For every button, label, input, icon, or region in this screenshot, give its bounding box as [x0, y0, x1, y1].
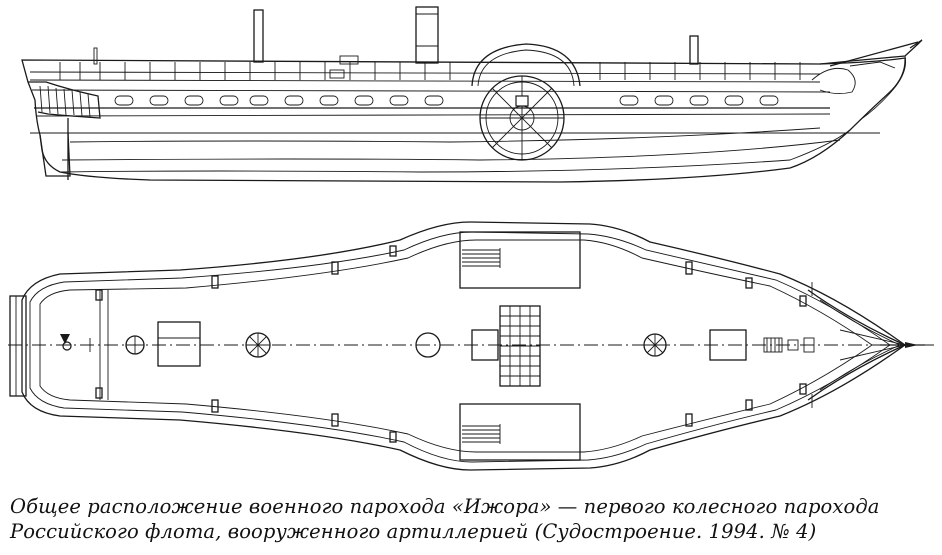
capstans: [125, 332, 667, 358]
funnel: [415, 6, 439, 64]
paddle-sponson-starboard: [459, 403, 581, 461]
paddle-wheel: [479, 75, 565, 161]
fore-hatch: [709, 329, 747, 361]
hull-side: [21, 57, 906, 183]
hull-plan: [21, 221, 907, 471]
paddle-sponson-port: [459, 231, 581, 289]
funnel-plan: [415, 332, 441, 358]
paddle-box: [471, 43, 581, 87]
after-hatch: [157, 321, 201, 367]
deck-fittings: [95, 245, 807, 443]
deck-plan: [8, 221, 938, 471]
caption-line-1: Общее расположение военного парохода «Иж…: [10, 495, 880, 518]
caption-line-2: Российского флота, вооруженного артиллер…: [10, 520, 817, 543]
portholes: [114, 95, 779, 106]
side-elevation: [21, 6, 923, 183]
ship-drawing: [8, 6, 938, 471]
figure-caption: Общее расположение военного парохода «Иж…: [10, 494, 935, 544]
